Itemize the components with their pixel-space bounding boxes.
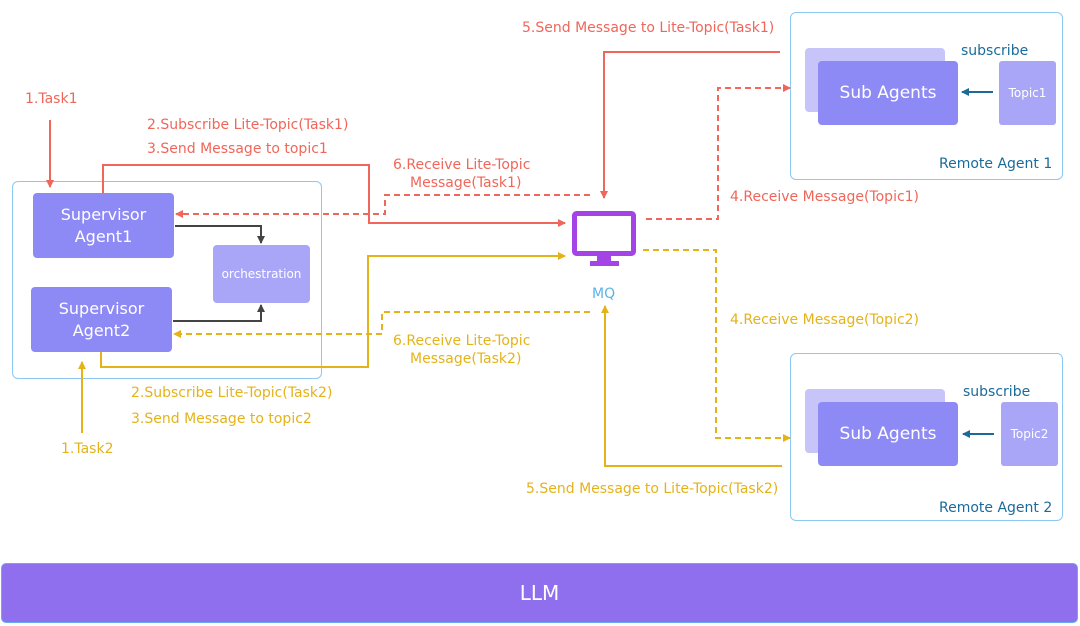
subscribe-label-2: subscribe [963, 384, 1031, 400]
task2-step6-label-1: 6.Receive Lite-Topic [393, 333, 531, 349]
task1-step2-label: 2.Subscribe Lite-Topic(Task1) [147, 117, 349, 133]
task2-step4-label: 4.Receive Message(Topic2) [730, 312, 920, 328]
task2-reply-line [601, 305, 782, 467]
topic-2-label: Topic2 [1010, 427, 1049, 441]
mq-label: MQ [592, 286, 616, 302]
subscribe-label-1: subscribe [961, 43, 1029, 59]
task2-step2-label: 2.Subscribe Lite-Topic(Task2) [131, 385, 333, 401]
task2-step1-label: 1.Task2 [61, 441, 114, 457]
task1-reply-line [600, 51, 780, 199]
topic-1[interactable]: Topic1 [999, 61, 1056, 125]
task1-step3-label: 3.Send Message to topic1 [147, 141, 328, 157]
orchestration-label: orchestration [221, 267, 302, 281]
task2-step6-label-2: Message(Task2) [410, 351, 522, 367]
supervisor-agent-2[interactable]: Supervisor Agent2 [31, 287, 172, 352]
task2-step3-label: 3.Send Message to topic2 [131, 411, 312, 427]
remote-agent-1-title: Remote Agent 1 [939, 156, 1053, 172]
topic-2[interactable]: Topic2 [1001, 402, 1058, 466]
remote-agent-2-title: Remote Agent 2 [939, 500, 1053, 516]
topic-1-label: Topic1 [1008, 86, 1047, 100]
sub-agents-2-label: Sub Agents [839, 424, 937, 444]
llm-bar[interactable]: LLM [1, 563, 1078, 623]
task1-step1-label: 1.Task1 [25, 91, 78, 107]
task2-step5-label: 5.Send Message to Lite-Topic(Task2) [526, 481, 779, 497]
sub-agents-1-label: Sub Agents [839, 83, 937, 103]
supervisor-agent-2-label: Supervisor Agent2 [58, 298, 145, 340]
task1-step4-label: 4.Receive Message(Topic1) [730, 189, 920, 205]
task1-step6-label-1: 6.Receive Lite-Topic [393, 157, 531, 173]
task2-deliver-line [643, 249, 791, 442]
supervisor-agent-1[interactable]: Supervisor Agent1 [33, 193, 174, 258]
monitor-icon[interactable] [572, 211, 636, 267]
llm-label: LLM [519, 581, 560, 605]
sub-agents-2[interactable]: Sub Agents [818, 402, 958, 466]
task1-step5-label: 5.Send Message to Lite-Topic(Task1) [522, 20, 775, 36]
orchestration-box[interactable]: orchestration [213, 245, 310, 303]
supervisor-agent-1-label: Supervisor Agent1 [60, 204, 147, 246]
task1-step6-label-2: Message(Task1) [410, 175, 522, 191]
sub-agents-1[interactable]: Sub Agents [818, 61, 958, 125]
